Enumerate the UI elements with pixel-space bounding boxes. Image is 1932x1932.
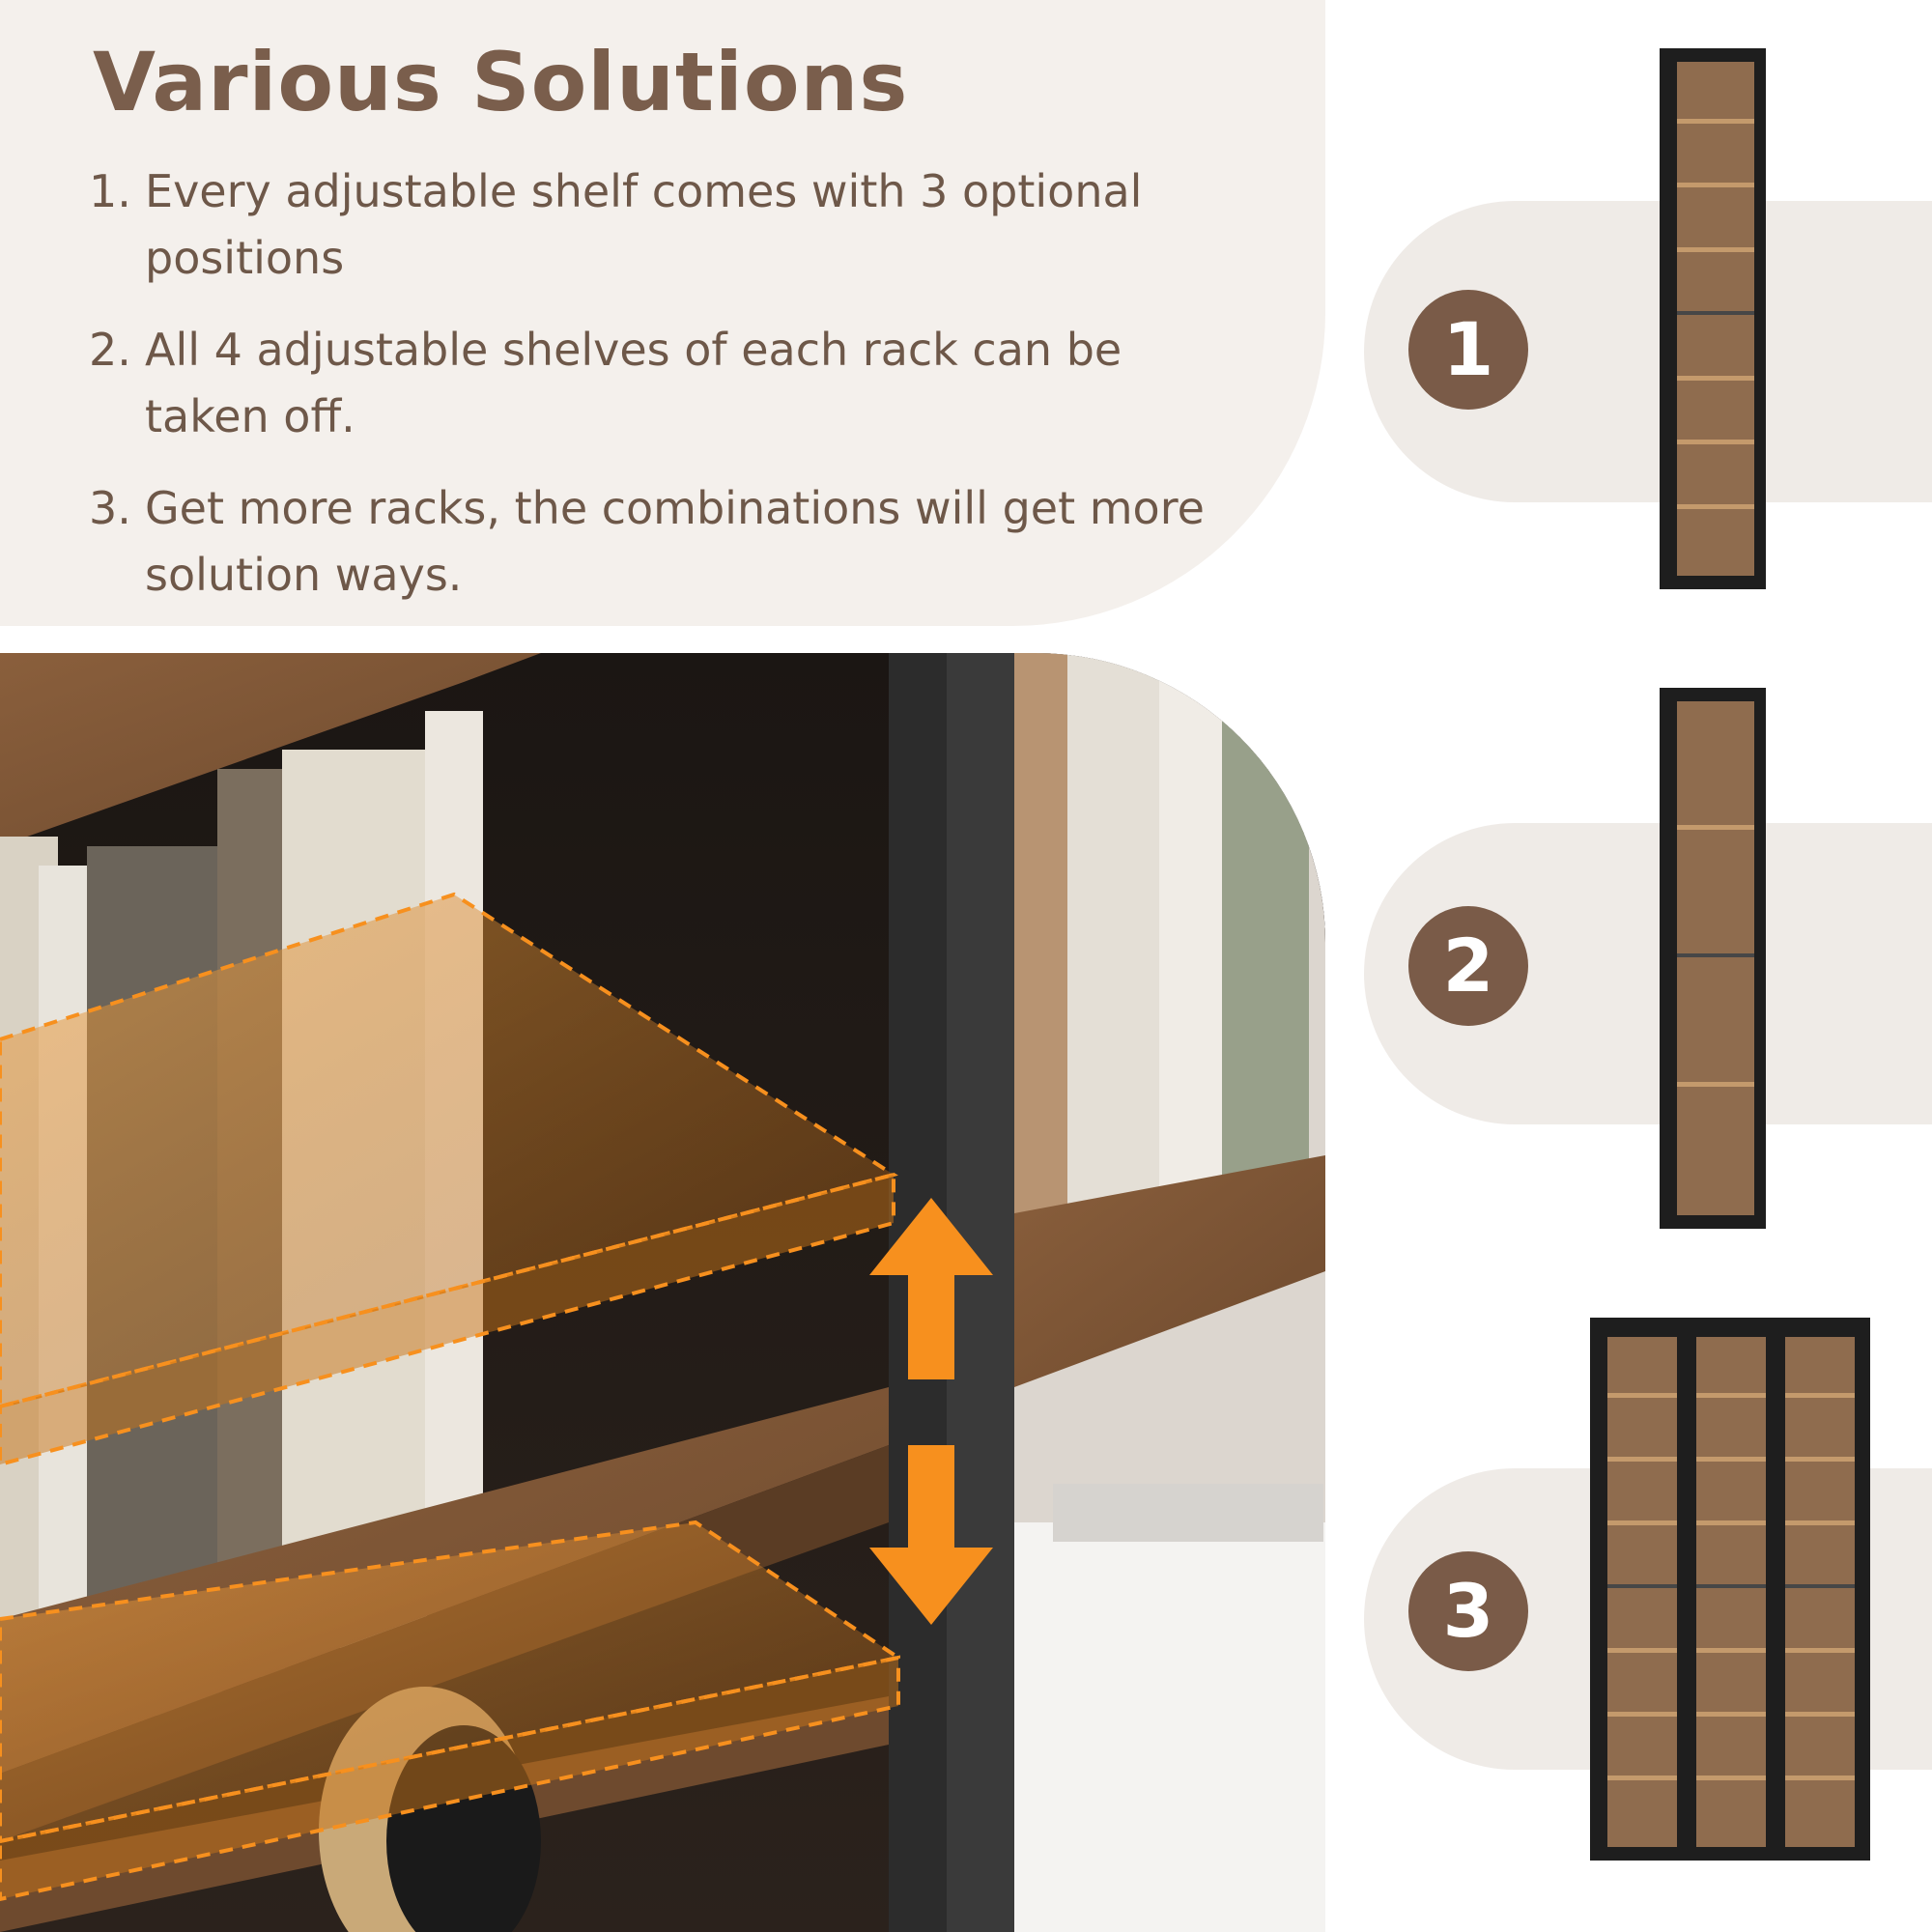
adjust-arrow-icon (869, 1198, 993, 1625)
shelf-line (1677, 311, 1754, 316)
shelf-line (1785, 1393, 1855, 1399)
feature-item-3: 3. Get more racks, the combinations will … (89, 475, 1229, 609)
step-badge-1: 1 (1408, 290, 1528, 410)
shelf-line (1696, 1584, 1766, 1589)
shelf-line (1607, 1457, 1677, 1463)
rack-column (1785, 1337, 1855, 1847)
shelf-line (1785, 1648, 1855, 1654)
step-badge-3: 3 (1408, 1551, 1528, 1671)
feature-number: 3. (89, 482, 131, 534)
shelf-line (1677, 440, 1754, 445)
rack-column (1696, 1337, 1766, 1847)
shelf-scene-illustration (0, 653, 1325, 1932)
shelf-line (1696, 1776, 1766, 1781)
shelf-line (1677, 246, 1754, 252)
shelf-line (1696, 1393, 1766, 1399)
features-card: Various Solutions 1. Every adjustable she… (0, 0, 1325, 626)
shelf-line (1677, 118, 1754, 124)
shelf-scene-photo (0, 653, 1325, 1932)
shelf-line (1785, 1712, 1855, 1718)
rack-compartments (1677, 62, 1754, 576)
feature-text: Every adjustable shelf comes with 3 opti… (145, 165, 1143, 284)
feature-item-2: 2. All 4 adjustable shelves of each rack … (89, 317, 1229, 450)
shelf-line (1696, 1712, 1766, 1718)
shelf-line (1677, 824, 1754, 830)
shelf-line (1785, 1584, 1855, 1589)
feature-text: All 4 adjustable shelves of each rack ca… (145, 324, 1122, 442)
shelf-line (1677, 375, 1754, 381)
shelf-line (1607, 1520, 1677, 1526)
shelf-line (1677, 183, 1754, 188)
shelf-line (1607, 1584, 1677, 1589)
feature-number: 2. (89, 324, 131, 376)
feature-list: 1. Every adjustable shelf comes with 3 op… (89, 158, 1229, 634)
rack-illustration-3 (1590, 1318, 1870, 1861)
feature-text: Get more racks, the combinations will ge… (145, 482, 1205, 601)
shelf-line (1696, 1520, 1766, 1526)
feature-item-1: 1. Every adjustable shelf comes with 3 op… (89, 158, 1229, 292)
shelf-line (1607, 1648, 1677, 1654)
shelf-line (1696, 1648, 1766, 1654)
shelf-line (1607, 1776, 1677, 1781)
shelf-line (1607, 1712, 1677, 1718)
rack-compartments (1677, 701, 1754, 1215)
shelf-line (1785, 1776, 1855, 1781)
shelf-line (1677, 1081, 1754, 1087)
feature-number: 1. (89, 165, 131, 217)
shelf-line (1607, 1393, 1677, 1399)
shelf-line (1785, 1457, 1855, 1463)
shelf-line (1677, 503, 1754, 509)
rack-illustration-2 (1660, 688, 1766, 1229)
rack-column (1607, 1337, 1677, 1847)
shelf-line (1696, 1457, 1766, 1463)
page-title: Various Solutions (93, 35, 909, 129)
shelf-line (1785, 1520, 1855, 1526)
shelf-line (1677, 952, 1754, 957)
rack-illustration-1 (1660, 48, 1766, 589)
step-badge-2: 2 (1408, 906, 1528, 1026)
